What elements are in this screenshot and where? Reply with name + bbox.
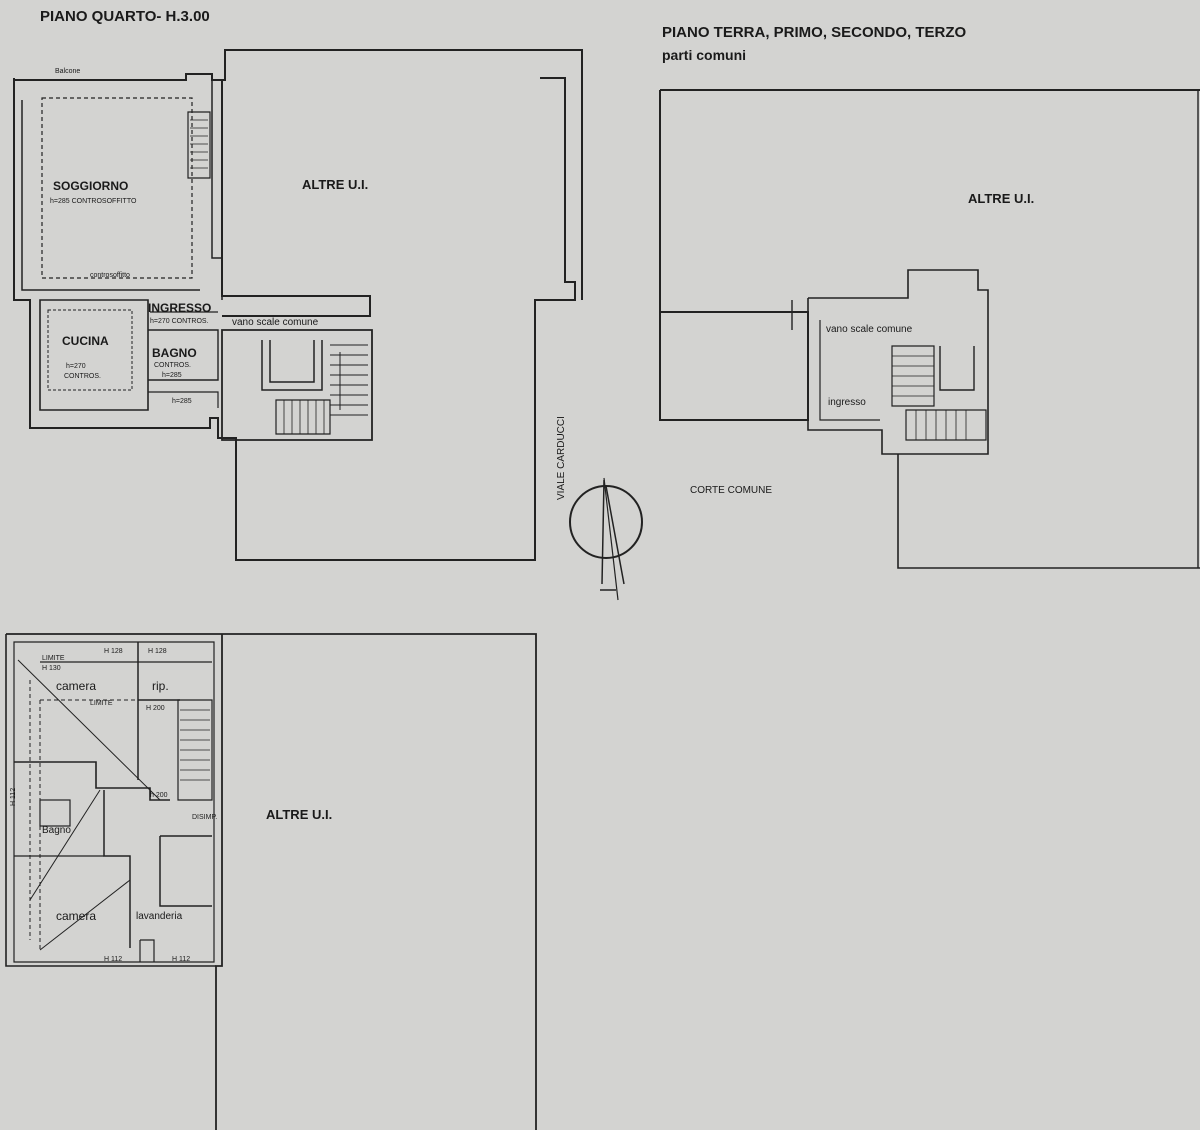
bagno-note3: h=285	[172, 398, 192, 405]
ingresso-right-label: ingresso	[828, 397, 866, 408]
soggiorno-room	[41, 97, 193, 279]
attic-camera2-label: camera	[56, 909, 97, 923]
attic-disimp: DISIMP.	[192, 814, 218, 821]
soggiorno-note: h=285 CONTROSOFFITTO	[50, 198, 137, 205]
altre-ui-top-label: ALTRE U.I.	[302, 177, 369, 192]
ground-floors-title: PIANO TERRA, PRIMO, SECONDO, TERZO	[662, 24, 967, 41]
corte-comune-label: CORTE COMUNE	[690, 485, 773, 496]
bathtub	[39, 799, 71, 827]
attic-h128b: H 128	[148, 648, 167, 655]
cucina-label: CUCINA	[62, 334, 109, 348]
attic-limite1: LIMITE	[42, 655, 65, 662]
soggiorno-label: SOGGIORNO	[53, 179, 129, 193]
ingresso-label: INGRESSO	[148, 301, 212, 315]
cucina-note1: h=270	[66, 363, 86, 370]
bagno-note2: h=285	[162, 372, 182, 379]
altre-ui-right-label: ALTRE U.I.	[968, 191, 1035, 206]
attic-bagno-label: Bagno	[42, 825, 71, 836]
attic-h112a: H 112	[104, 956, 123, 963]
ground-outline	[659, 89, 1200, 421]
soggiorno-note2: controsoffitto	[90, 272, 130, 279]
attic-h200b: h 200	[150, 792, 168, 799]
attic-h200: H 200	[146, 705, 165, 712]
attic-limite2: LIMITE	[90, 700, 113, 707]
viale-carducci-label: VIALE CARDUCCI	[556, 416, 567, 500]
balcony-label: Balcone	[55, 68, 81, 75]
attic-outline	[6, 633, 537, 1130]
vano-scale-top-label: vano scale comune	[232, 317, 319, 328]
attic-h130: H 130	[42, 665, 61, 672]
vano-scale-right-label: vano scale comune	[826, 324, 913, 335]
fourth-floor-title: PIANO QUARTO- H.3.00	[40, 8, 210, 25]
cucina-note2: CONTROS.	[64, 373, 101, 380]
attic-camera1-label: camera	[56, 679, 97, 693]
altre-ui-bottom-label: ALTRE U.I.	[266, 807, 333, 822]
attic-side-label: H 112	[10, 787, 17, 806]
attic-lavanderia-label: lavanderia	[136, 911, 183, 922]
bagno-note1: CONTROS.	[154, 362, 191, 369]
ground-floors-subtitle: parti comuni	[662, 47, 747, 63]
cucina-room	[47, 309, 133, 391]
attic-rip-label: rip.	[152, 679, 169, 693]
attic-h112b: H 112	[172, 956, 191, 963]
bagno-label: BAGNO	[152, 346, 197, 360]
attic-h128a: H 128	[104, 648, 123, 655]
ingresso-note: h=270 CONTROS.	[150, 318, 209, 325]
